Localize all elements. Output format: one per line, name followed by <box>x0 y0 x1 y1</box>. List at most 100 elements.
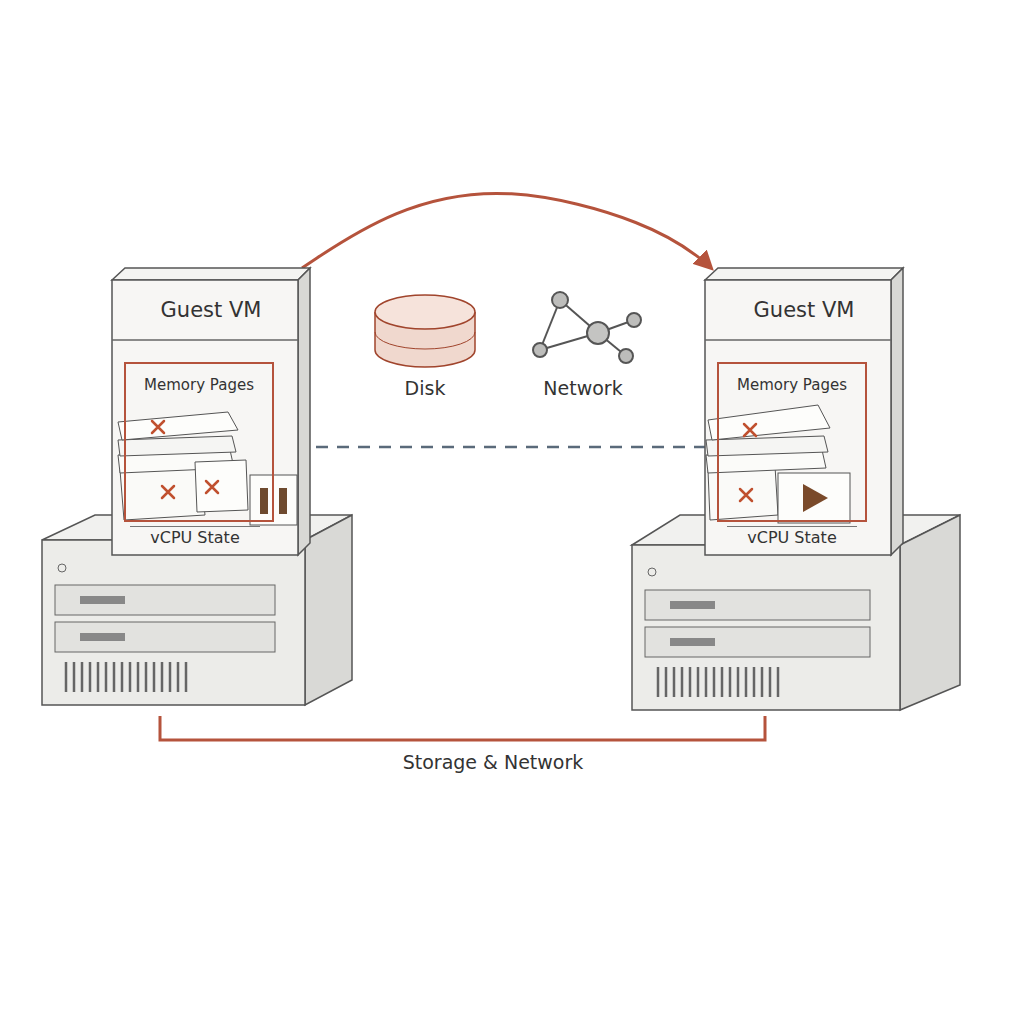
drawing-stroke <box>657 667 660 697</box>
migration-arrow <box>302 193 711 268</box>
node-text: vCPU State <box>150 527 239 549</box>
drawing-stroke <box>375 332 475 349</box>
drawing-stroke <box>162 486 174 498</box>
drawing-stroke <box>533 343 547 357</box>
drawing-stroke <box>673 667 676 697</box>
drawing-stroke <box>177 662 180 692</box>
drawing-stroke <box>89 662 92 692</box>
drawing-stroke <box>169 662 172 692</box>
drawing-stroke <box>80 596 125 604</box>
memory-box: Memory Pages <box>124 362 274 522</box>
drawing-stroke <box>152 421 218 498</box>
drawing-stroke <box>645 627 870 657</box>
label-text: Network <box>540 377 625 399</box>
drawing-stroke <box>670 601 715 609</box>
label-text: Disk <box>402 377 449 399</box>
drawing-stroke <box>66 662 186 692</box>
drawing-stroke <box>185 662 188 692</box>
node-text: Memory Pages <box>734 376 850 394</box>
memory-page-stack <box>706 405 850 523</box>
drawing-stroke <box>619 349 633 363</box>
node-text: vCPU State <box>747 527 836 549</box>
drawing-stroke <box>681 667 684 697</box>
drawing-stroke <box>55 585 275 615</box>
drawing-stroke <box>298 268 310 555</box>
drawing-stroke <box>118 412 238 440</box>
drawing-stroke <box>627 313 641 327</box>
drawing-stroke <box>745 667 748 697</box>
drawing-stroke <box>658 667 778 697</box>
drawing-stroke <box>665 667 668 697</box>
drawing-stroke <box>740 489 752 501</box>
drawing-stroke <box>705 339 891 341</box>
network-icon <box>533 292 641 363</box>
drawing-stroke <box>744 424 756 436</box>
memory-box: Memory Pages <box>717 362 867 522</box>
drawing-stroke <box>552 292 568 308</box>
drawing-stroke <box>305 515 352 705</box>
bracket <box>160 716 765 740</box>
drawing-stroke <box>777 667 780 697</box>
drawing-stroke <box>112 339 298 341</box>
drawing-stroke <box>80 633 125 641</box>
transfer-arrow <box>274 446 717 449</box>
drawing-stroke <box>129 662 132 692</box>
drawing-stroke <box>900 515 960 710</box>
server <box>632 515 960 710</box>
vcpu-state-box: vCPU State <box>727 526 857 550</box>
vcpu-state-box: vCPU State <box>130 526 260 550</box>
drawing-stroke <box>375 295 475 329</box>
drawing-stroke <box>721 667 724 697</box>
drawing-stroke <box>697 667 700 697</box>
drawing-stroke <box>708 405 830 440</box>
disk-icon <box>375 295 475 367</box>
drawing-stroke <box>761 667 764 697</box>
drawing-stroke <box>121 662 124 692</box>
drawing-stroke <box>729 667 732 697</box>
node-text: Guest VM <box>754 298 855 322</box>
drawing-stroke <box>55 622 275 652</box>
drawing-stroke <box>632 545 900 710</box>
drawing-stroke <box>153 662 156 692</box>
drawing-stroke <box>587 322 609 344</box>
drawing-stroke <box>137 662 140 692</box>
drawing-stroke <box>705 268 903 280</box>
drawing-stroke <box>81 662 84 692</box>
bracket-label: Storage & Network <box>353 751 633 773</box>
drawing-stroke <box>145 662 148 692</box>
drawing-stroke <box>120 466 205 520</box>
vm-tower: Guest VM Memory Pages vCPU State <box>705 268 903 555</box>
drawing-stroke <box>195 460 248 512</box>
drawing-stroke <box>279 488 287 514</box>
drawing-stroke <box>778 473 850 523</box>
drawing-stroke <box>769 667 772 697</box>
drawing-stroke <box>260 488 268 514</box>
drawing-stroke <box>753 667 756 697</box>
drawing-stroke <box>73 662 76 692</box>
drawing-stroke <box>112 268 310 280</box>
drawing-stroke <box>105 662 108 692</box>
drawing-stroke <box>670 638 715 646</box>
drawing-stroke <box>803 484 828 512</box>
drawing-stroke <box>97 662 100 692</box>
node-text: Memory Pages <box>141 376 257 394</box>
drawing-stroke <box>113 662 116 692</box>
node-text: Guest VM <box>161 298 262 322</box>
memory-page-stack <box>118 412 297 525</box>
drawing-stroke <box>740 424 756 501</box>
drawing-stroke <box>645 590 870 620</box>
drawing-stroke <box>713 667 716 697</box>
drawing-stroke <box>648 568 656 576</box>
drawing-stroke <box>161 662 164 692</box>
drawing-stroke <box>206 481 218 493</box>
drawing-stroke <box>705 667 708 697</box>
drawing-stroke <box>737 667 740 697</box>
drawing-stroke <box>891 268 903 555</box>
vm-tower <box>112 268 310 555</box>
vm-tower: Guest VM Memory Pages vCPU State <box>112 268 310 555</box>
drawing-stroke <box>152 421 164 433</box>
icon-label: Disk <box>365 377 485 399</box>
label-text: Storage & Network <box>400 751 587 773</box>
